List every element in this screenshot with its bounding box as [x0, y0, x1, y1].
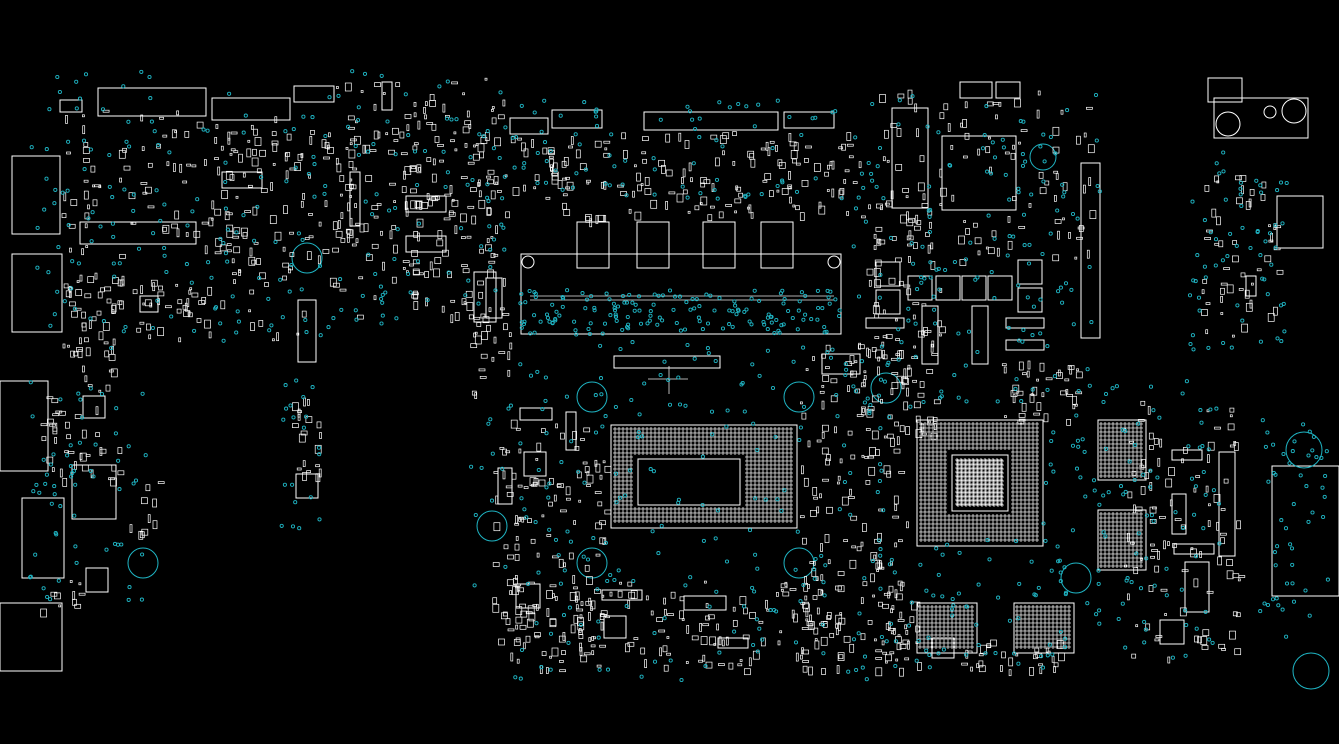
fpc-keyboard [643, 111, 779, 131]
gpu-package[interactable] [916, 419, 1044, 547]
fpc-small-1 [551, 109, 603, 129]
top-center-connectors[interactable] [509, 109, 835, 135]
memory-module-area[interactable] [520, 221, 842, 335]
mounting-holes [127, 242, 1092, 594]
mounting-hole [1029, 143, 1057, 171]
gpu-outline [916, 419, 1044, 547]
vias [28, 69, 1330, 683]
dimm-slot [520, 253, 842, 335]
dram-chip-2 [636, 221, 670, 269]
speaker-conn [1213, 97, 1309, 139]
cpu-outline [610, 424, 798, 529]
mounting-hole [1292, 652, 1330, 690]
dram-chip-1 [576, 221, 610, 269]
lan-chip [71, 464, 117, 520]
tall-chip [891, 107, 929, 209]
vram-chips[interactable] [916, 419, 1147, 654]
right-edge-components[interactable] [1184, 77, 1339, 690]
vram-2 [1097, 509, 1147, 571]
right-connector [1271, 465, 1339, 597]
audio-jack [21, 497, 65, 579]
vram-3 [916, 602, 978, 654]
fpc-small-2 [783, 111, 835, 129]
edge-connector [297, 299, 317, 363]
dc-jack [0, 602, 63, 672]
power-components[interactable] [875, 259, 1043, 365]
vertical-conn [1218, 451, 1236, 557]
usb-port-1 [11, 155, 61, 235]
usb-port-2 [11, 253, 63, 333]
mounting-hole [1285, 431, 1323, 469]
misc-components[interactable] [82, 271, 1215, 659]
smd-pads [40, 77, 1284, 677]
switch-1 [293, 85, 335, 103]
dram-chip-3 [702, 221, 736, 269]
cpu-package[interactable] [610, 424, 798, 529]
fpc-connector-1 [97, 87, 207, 117]
cpu-die [637, 458, 741, 506]
hdmi-port [0, 380, 49, 472]
card-slot [79, 221, 197, 245]
top-left-connectors[interactable] [59, 81, 447, 363]
dram-chip-4 [760, 221, 794, 269]
fpc-connector-2 [211, 97, 291, 121]
gpu-core [951, 454, 1009, 512]
vram-4 [1013, 602, 1075, 654]
left-io-connectors[interactable] [0, 155, 117, 672]
long-connector [1080, 162, 1101, 339]
square-ic [1276, 195, 1324, 249]
vram-1 [1097, 419, 1147, 481]
